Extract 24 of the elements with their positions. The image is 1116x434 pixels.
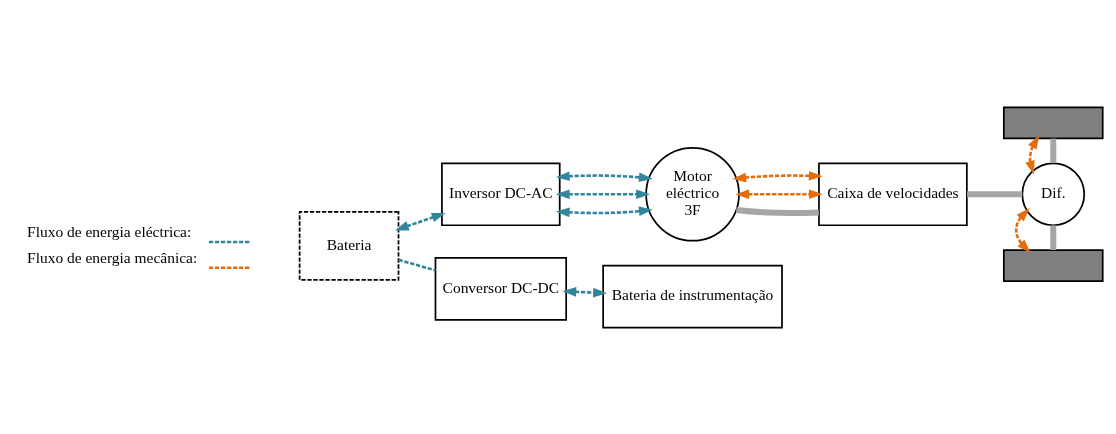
node-box	[1002, 106, 1104, 139]
arrow	[1014, 207, 1031, 253]
arrow	[394, 212, 446, 230]
connector	[967, 190, 1023, 197]
node-circle: Motor eléctrico 3F	[645, 146, 740, 242]
legend-label: Fluxo de energia mecânica:	[27, 248, 198, 266]
connector	[1050, 224, 1057, 250]
connector	[1050, 138, 1057, 163]
legend-label: Fluxo de energia eléctrica:	[27, 222, 192, 240]
arrow	[555, 188, 650, 199]
node-box	[1002, 248, 1104, 282]
node-box: Inversor DC-AC	[441, 161, 561, 226]
node-box: Bateria	[298, 210, 400, 281]
arrow	[562, 286, 607, 297]
node-box: Conversor DC-DC	[434, 256, 568, 321]
arrow	[555, 170, 653, 182]
connector	[398, 258, 436, 272]
arrow	[555, 205, 653, 217]
node-box: Caixa de velocidades	[818, 161, 968, 226]
connector	[735, 206, 819, 216]
arrow	[732, 170, 823, 182]
node-box: Bateria de instrumentação	[602, 264, 783, 328]
arrow	[1025, 134, 1040, 175]
arrow	[735, 188, 823, 199]
